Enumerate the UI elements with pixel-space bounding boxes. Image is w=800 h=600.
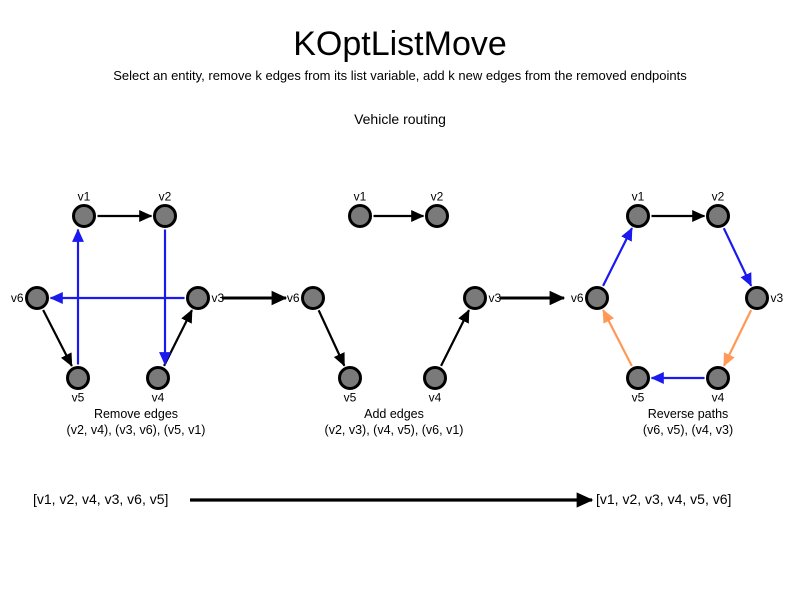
- node-v6: v6: [287, 286, 325, 310]
- caption-detail: (v2, v4), (v3, v6), (v5, v1): [66, 423, 206, 437]
- node-circle: [425, 204, 449, 228]
- edge-v6-to-v5: [42, 309, 73, 367]
- node-label-v4: v4: [152, 391, 165, 405]
- edge-v4-to-v3: [163, 309, 193, 367]
- node-v5: v5: [338, 366, 362, 405]
- node-label-v1: v1: [632, 190, 645, 204]
- node-v4: v4: [706, 366, 730, 405]
- edge-v5-to-v6: [602, 309, 633, 367]
- caption-title: Add edges: [364, 407, 424, 421]
- node-circle: [72, 204, 96, 228]
- after-list: [v1, v2, v3, v4, v5, v6]: [596, 491, 732, 507]
- node-label-v5: v5: [344, 391, 357, 405]
- node-circle: [153, 204, 177, 228]
- node-label-v1: v1: [354, 190, 367, 204]
- node-label-v6: v6: [11, 291, 24, 305]
- edge-v6-to-v5: [317, 309, 346, 367]
- node-circle: [186, 286, 210, 310]
- node-v5: v5: [66, 366, 90, 405]
- edge-v2-to-v3: [722, 227, 753, 287]
- node-label-v6: v6: [287, 291, 300, 305]
- node-label-v4: v4: [712, 391, 725, 405]
- caption-title: Reverse paths: [647, 407, 729, 421]
- node-label-v1: v1: [78, 190, 91, 204]
- node-label-v3: v3: [489, 291, 502, 305]
- node-circle: [463, 286, 487, 310]
- node-label-v2: v2: [159, 190, 172, 204]
- node-label-v3: v3: [212, 291, 225, 305]
- page-title: KOptListMove: [293, 25, 507, 63]
- node-circle: [338, 366, 362, 390]
- node-v4: v4: [146, 366, 170, 405]
- node-v2: v2: [706, 190, 730, 228]
- edge-layer: [42, 210, 753, 384]
- caption-panel-reverse: Reverse paths (v6, v5), (v4, v3): [558, 406, 800, 438]
- node-circle: [301, 286, 325, 310]
- node-circle: [706, 366, 730, 390]
- node-v5: v5: [626, 366, 650, 405]
- node-label-v2: v2: [431, 190, 444, 204]
- node-v1: v1: [348, 190, 372, 228]
- node-v3: v3: [186, 286, 225, 310]
- caption-panel-add: Add edges (v2, v3), (v4, v5), (v6, v1): [264, 406, 524, 438]
- node-circle: [146, 366, 170, 390]
- node-label-v3: v3: [771, 291, 784, 305]
- node-v2: v2: [153, 190, 177, 228]
- node-v3: v3: [745, 286, 784, 310]
- page-subtitle: Select an entity, remove k edges from it…: [113, 68, 687, 83]
- node-circle: [25, 286, 49, 310]
- node-v6: v6: [571, 286, 609, 310]
- caption-detail: (v2, v3), (v4, v5), (v6, v1): [324, 423, 464, 437]
- node-v3: v3: [463, 286, 502, 310]
- node-circle: [66, 366, 90, 390]
- node-v2: v2: [425, 190, 449, 228]
- caption-title: Remove edges: [93, 407, 179, 421]
- node-v1: v1: [72, 190, 96, 228]
- edge-v6-to-v1: [602, 227, 633, 287]
- node-circle: [348, 204, 372, 228]
- node-circle: [745, 286, 769, 310]
- before-list: [v1, v2, v4, v3, v6, v5]: [33, 491, 169, 507]
- node-label-v2: v2: [712, 190, 725, 204]
- node-circle: [626, 366, 650, 390]
- edge-v4-to-v3: [440, 309, 470, 367]
- node-label-v4: v4: [429, 391, 442, 405]
- node-v1: v1: [626, 190, 650, 228]
- node-label-v5: v5: [632, 391, 645, 405]
- edge-v3-to-v4: [722, 309, 753, 367]
- node-layer: v1 v2 v3 v4 v5 v6 v1 v2 v3 v4 v5 v6 v1 v2 v3 v4 v5 v6: [11, 190, 784, 405]
- node-circle: [423, 366, 447, 390]
- node-circle: [626, 204, 650, 228]
- caption-panel-remove: Remove edges (v2, v4), (v3, v6), (v5, v1…: [6, 406, 266, 438]
- caption-detail: (v6, v5), (v4, v3): [642, 423, 734, 437]
- node-circle: [585, 286, 609, 310]
- node-label-v5: v5: [72, 391, 85, 405]
- node-v6: v6: [11, 286, 49, 310]
- node-circle: [706, 204, 730, 228]
- node-v4: v4: [423, 366, 447, 405]
- node-label-v6: v6: [571, 291, 584, 305]
- domain-label: Vehicle routing: [354, 111, 446, 127]
